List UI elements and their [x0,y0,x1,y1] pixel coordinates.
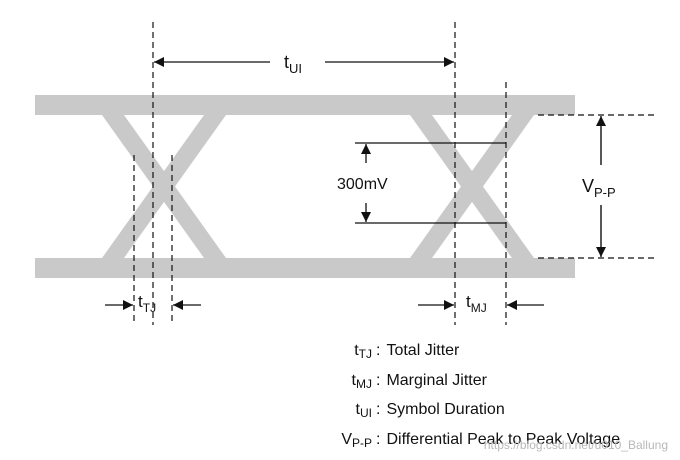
legend-text: Marginal Jitter [386,371,487,389]
legend-row-symbol-duration: tUI : Symbol Duration [292,397,677,427]
legend-separator: : [376,371,381,389]
crossing-right-b [410,115,534,258]
bottom-rail [35,258,575,278]
mask-height-label: 300mV [337,176,388,193]
dashed-guides [133,22,655,325]
legend-row-total-jitter: tTJ : Total Jitter [292,338,677,368]
watermark: https://blog.csdn.net/u010_Ballung [483,438,668,452]
legend-symbol: tTJ [354,342,372,361]
legend-text: Total Jitter [386,342,460,359]
legend-symbol: tMJ [351,371,372,391]
legend-symbol: VP-P [341,430,372,450]
top-rail [35,95,575,115]
legend-text: Differential Peak to Peak Voltage [386,430,621,448]
eye-pattern [35,95,575,278]
legend-separator: : [376,342,381,359]
legend-text: Symbol Duration [386,401,505,418]
legend-separator: : [376,430,381,448]
t-ui-label: tUI [284,52,302,76]
legend: tTJ : Total Jitter tMJ : Marginal Jitter… [292,338,677,456]
v-pp-label: VP-P [582,176,616,200]
legend-row-marginal-jitter: tMJ : Marginal Jitter [292,368,677,398]
legend-symbol: tUI [355,401,372,420]
crossing-left-b [102,115,226,258]
legend-separator: : [376,401,381,418]
t-mj-label: tMJ [466,292,487,315]
t-tj-label: tTJ [138,292,156,315]
legend-row-peak-voltage: VP-P : Differential Peak to Peak Voltage [292,427,677,457]
